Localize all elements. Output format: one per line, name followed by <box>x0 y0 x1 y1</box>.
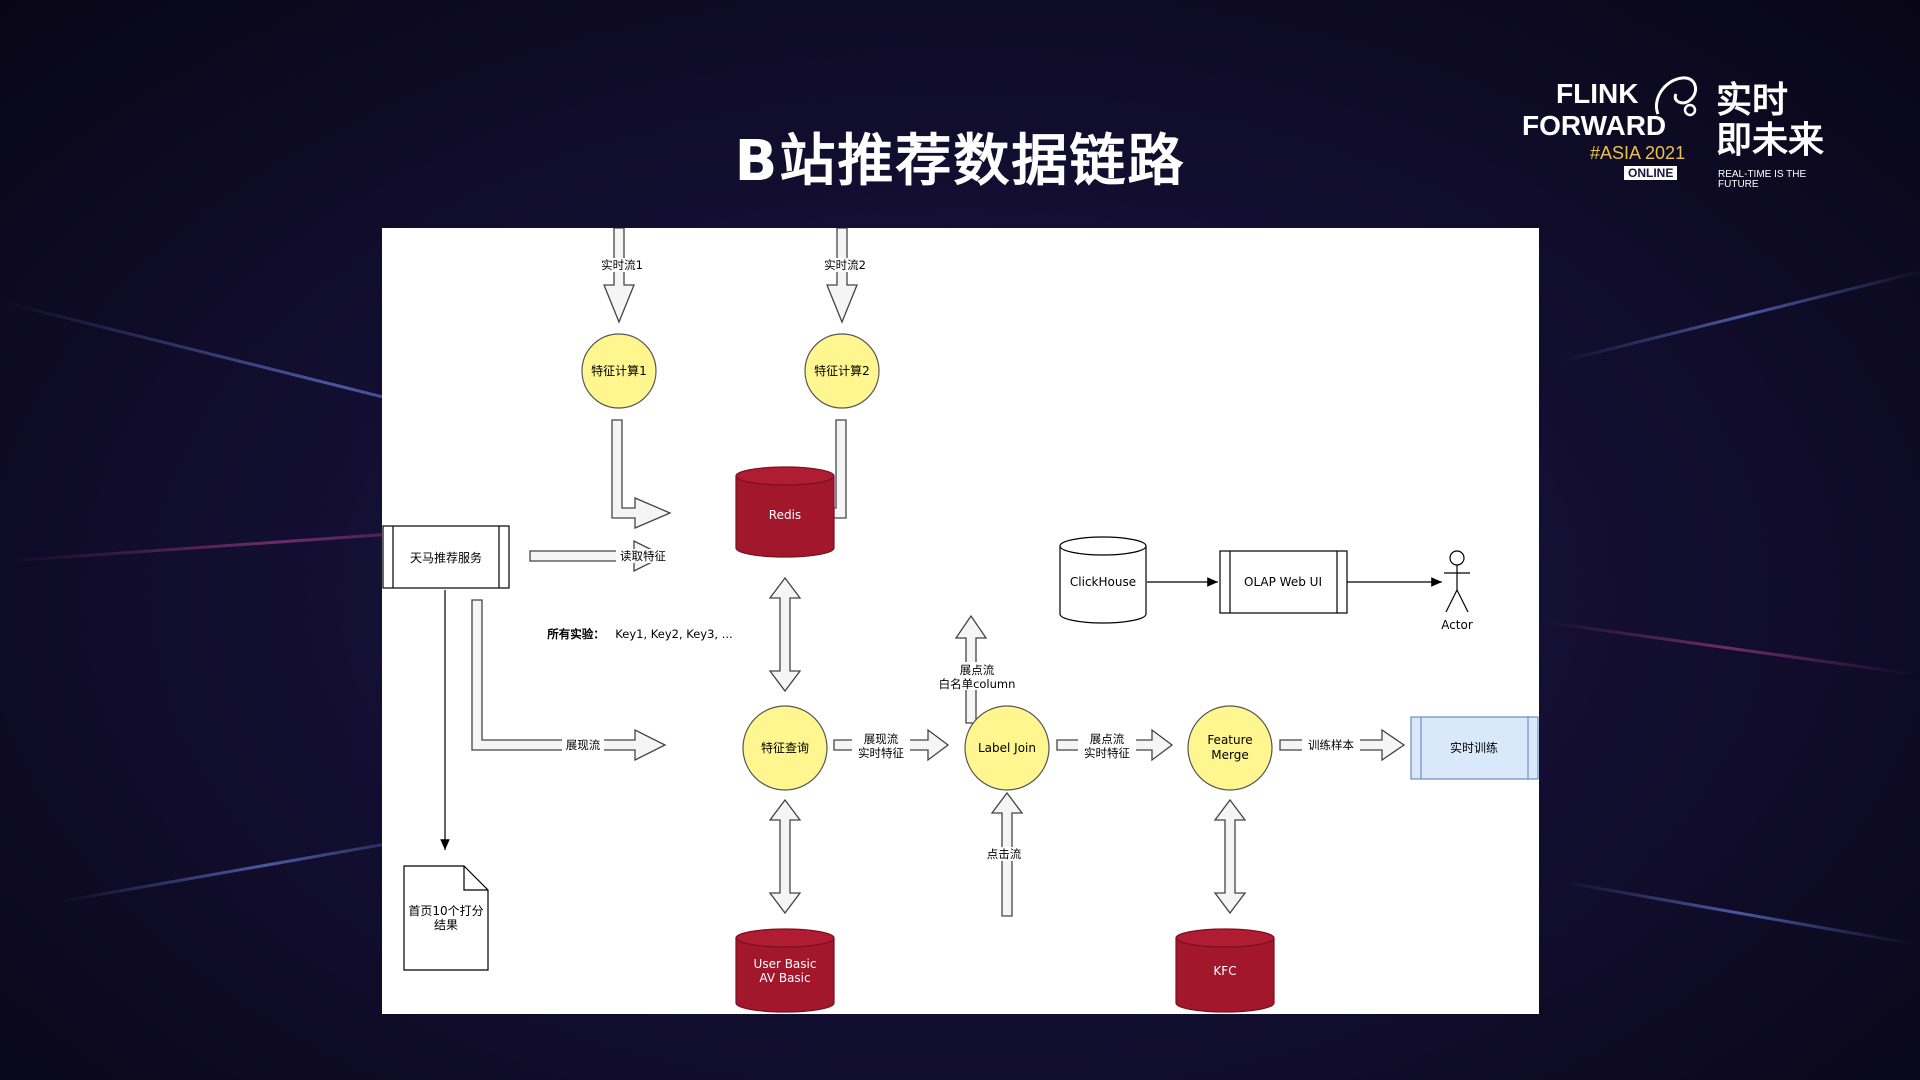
actor-label: Actor <box>1441 618 1473 632</box>
label-click-stream: 点击流 <box>987 847 1022 861</box>
data-pipeline-diagram: 实时流1 实时流2 读取特征 所有实验： Key1, Key2, Key3, .… <box>382 228 1539 1013</box>
feature-calc-2-node: 特征计算2 <box>804 333 880 409</box>
label-all-experiments: 所有实验： <box>547 627 605 641</box>
label-stream-1: 实时流1 <box>601 258 643 272</box>
redis-label: Redis <box>769 508 801 522</box>
label-experiment-keys: Key1, Key2, Key3, ... <box>615 627 732 641</box>
actor-icon <box>1444 550 1470 613</box>
logo-slogan-1: 实时 <box>1716 79 1789 120</box>
arrow-query-userbasic <box>768 798 802 915</box>
diagram-panel: 实时流1 实时流2 读取特征 所有实验： Key1, Key2, Key3, .… <box>382 228 1539 1014</box>
arrow-calc1-redis <box>611 419 672 529</box>
clickhouse-db-node: ClickHouse <box>1059 536 1147 624</box>
clickhouse-label: ClickHouse <box>1070 575 1136 589</box>
logo-slogan-en: REAL-TIME IS THE FUTURE <box>1718 169 1807 190</box>
squirrel-icon <box>1655 76 1698 117</box>
tianma-label: 天马推荐服务 <box>410 550 482 565</box>
realtime-training-label: 实时训练 <box>1450 740 1498 755</box>
bg-streak <box>1559 268 1920 363</box>
label-stream-2: 实时流2 <box>824 258 866 272</box>
feature-merge-node: Feature Merge <box>1187 705 1273 791</box>
feature-merge-label-1: Feature <box>1207 733 1252 747</box>
arrow-redis-query <box>768 576 802 693</box>
redis-db-node: Redis <box>735 466 835 558</box>
label-read-feature: 读取特征 <box>620 549 666 563</box>
label-join-merge-2: 实时特征 <box>1084 746 1130 760</box>
feature-calc-1-label: 特征计算1 <box>591 363 647 378</box>
olap-web-ui-node: OLAP Web UI <box>1219 550 1348 614</box>
slide-title: B站推荐数据链路 <box>734 129 1186 194</box>
feature-query-node: 特征查询 <box>742 705 828 791</box>
label-query-join-2: 实时特征 <box>858 746 904 760</box>
tianma-service-node: 天马推荐服务 <box>382 525 510 589</box>
label-training-samples: 训练样本 <box>1308 738 1354 752</box>
logo-slogan-2: 即未来 <box>1716 119 1825 160</box>
logo-event: #ASIA 2021 <box>1590 143 1686 163</box>
kfc-label: KFC <box>1213 964 1236 978</box>
label-join-label: Label Join <box>978 741 1036 755</box>
label-clickhouse-2: 白名单column <box>939 677 1016 691</box>
feature-query-label: 特征查询 <box>761 740 809 755</box>
result-doc-label-2: 结果 <box>434 918 458 932</box>
label-query-join-1: 展现流 <box>864 732 899 746</box>
user-basic-db-node: User Basic AV Basic <box>735 928 835 1013</box>
user-basic-label-1: User Basic <box>754 957 817 971</box>
arrow-stream-1 <box>603 228 635 324</box>
bg-streak <box>1539 620 1917 676</box>
logo-badge: ONLINE <box>1624 166 1678 180</box>
logo-flink: FLINK <box>1556 78 1639 109</box>
result-document-node: 首页10个打分 结果 <box>403 865 489 971</box>
flink-forward-logo: FLINK FORWARD #ASIA 2021 ONLINE 实时 即未来 R… <box>1520 70 1840 190</box>
logo-forward: FORWARD <box>1522 110 1667 141</box>
label-join-node: Label Join <box>964 705 1050 791</box>
feature-merge-label-2: Merge <box>1211 748 1248 762</box>
arrow-impression <box>471 599 667 762</box>
arrow-merge-kfc <box>1213 798 1247 915</box>
olap-label: OLAP Web UI <box>1244 575 1322 589</box>
user-basic-label-2: AV Basic <box>759 971 810 985</box>
kfc-db-node: KFC <box>1175 928 1275 1013</box>
label-impression-stream: 展现流 <box>566 738 601 752</box>
bg-streak <box>1559 880 1915 946</box>
feature-calc-2-label: 特征计算2 <box>814 363 870 378</box>
result-doc-label-1: 首页10个打分 <box>408 904 483 918</box>
arrow-stream-2 <box>826 228 858 324</box>
label-clickhouse-1: 展点流 <box>960 663 995 677</box>
label-join-merge-1: 展点流 <box>1090 732 1125 746</box>
realtime-training-node: 实时训练 <box>1410 716 1539 780</box>
feature-calc-1-node: 特征计算1 <box>581 333 657 409</box>
